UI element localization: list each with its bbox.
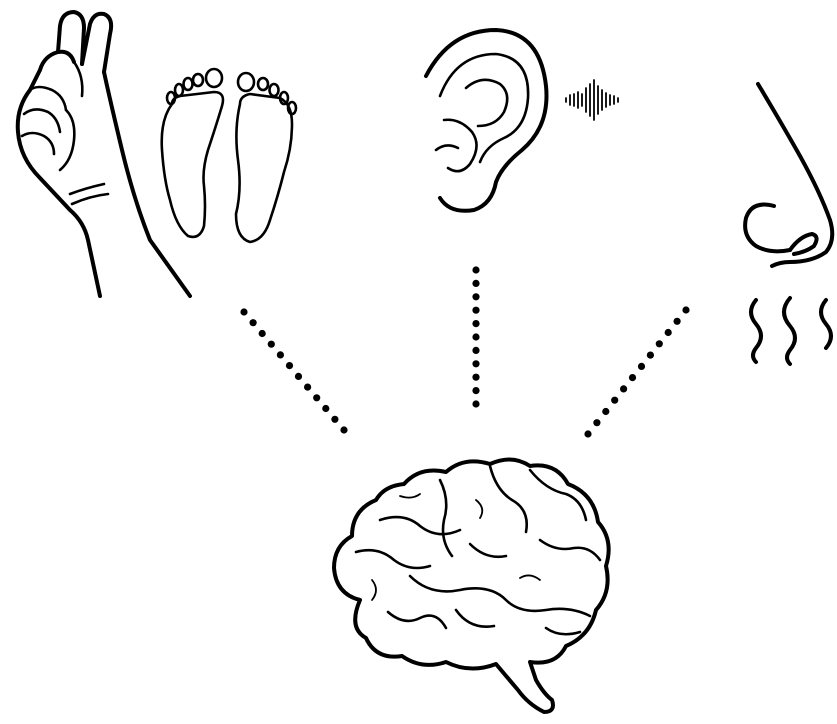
connector-dot	[268, 341, 275, 348]
connector-dot	[472, 347, 479, 354]
connector-dot	[472, 400, 479, 407]
connector-hearing-to-brain	[472, 266, 479, 407]
nose-icon	[745, 84, 832, 266]
connector-dot	[313, 394, 320, 401]
connector-dot	[472, 374, 479, 381]
connector-dot	[656, 340, 663, 347]
connector-dot	[593, 419, 600, 426]
connector-dot	[472, 266, 479, 273]
connector-dot	[472, 333, 479, 340]
connector-dot	[629, 374, 636, 381]
connector-dot	[472, 320, 479, 327]
connector-dot	[472, 387, 479, 394]
connector-dot	[647, 352, 654, 359]
connector-dot	[340, 426, 347, 433]
connector-dot	[240, 308, 247, 315]
connector-dot	[611, 397, 618, 404]
connector-dot	[620, 385, 627, 392]
connector-dot	[322, 405, 329, 412]
connector-dot	[472, 307, 479, 314]
sound-wave-icon	[566, 80, 618, 120]
connector-dot	[286, 362, 293, 369]
connector-dot	[682, 306, 689, 313]
connector-dot	[665, 329, 672, 336]
connector-dot	[472, 360, 479, 367]
connector-smell-to-brain	[584, 306, 689, 437]
connector-dot	[602, 408, 609, 415]
connector-touch-to-brain	[240, 308, 347, 433]
dotted-connectors	[240, 266, 689, 437]
connector-dot	[331, 416, 338, 423]
connector-dot	[259, 330, 266, 337]
brain-icon	[334, 459, 609, 712]
connector-dot	[304, 384, 311, 391]
hand-fingers-crossed-icon	[18, 12, 190, 296]
connector-dot	[472, 280, 479, 287]
connector-dot	[472, 293, 479, 300]
feet-soles-icon	[162, 69, 296, 242]
connector-dot	[295, 373, 302, 380]
connector-dot	[674, 318, 681, 325]
ear-icon	[426, 30, 547, 211]
connector-dot	[638, 363, 645, 370]
connector-dot	[250, 319, 257, 326]
connector-dot	[584, 430, 591, 437]
odor-waves-icon	[751, 298, 831, 364]
connector-dot	[277, 351, 284, 358]
